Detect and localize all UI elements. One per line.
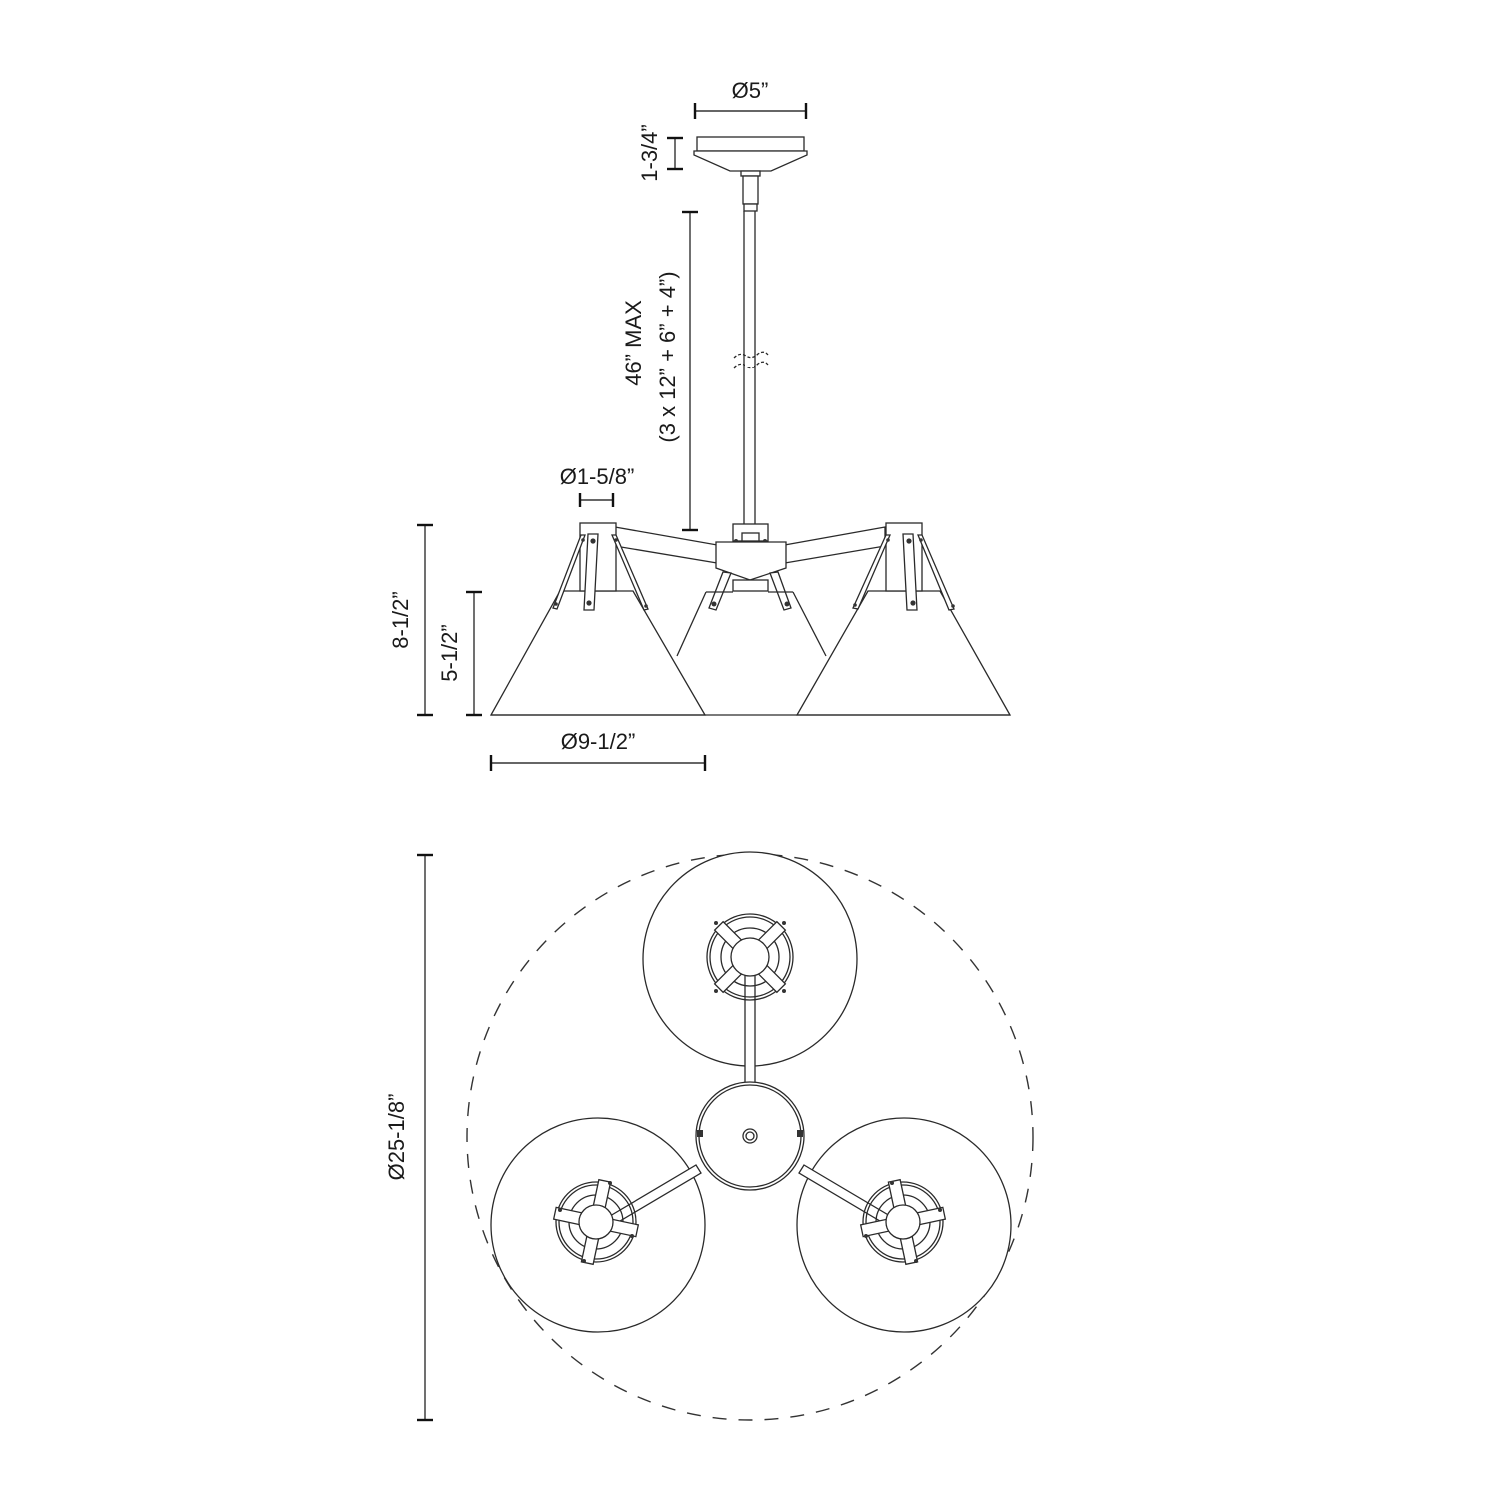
overall-height-label: 8-1/2”: [388, 591, 413, 648]
left-shade-hub: [552, 1178, 640, 1266]
stem-composition-label: (3 x 12” + 6” + 4”): [655, 271, 680, 442]
overall-diameter-label: Ø25-1/8”: [384, 1094, 409, 1181]
overall-diameter-dimension: Ø25-1/8”: [384, 853, 433, 1422]
socket-cup-diameter-label: Ø1-5/8”: [560, 464, 635, 489]
side-view: Ø5” 1-3/4”: [388, 78, 1012, 771]
overall-height-dimension: 8-1/2”: [388, 523, 433, 717]
stem: [733, 211, 769, 524]
canopy-height-dimension: 1-3/4”: [637, 124, 683, 182]
canopy: [693, 136, 808, 212]
top-view: Ø25-1/8”: [384, 851, 1034, 1422]
right-shade-hub: [859, 1178, 947, 1266]
shade-diameter-dimension: Ø9-1/2”: [489, 729, 707, 771]
stem-length-dimension: 46” MAX (3 x 12” + 6” + 4”): [621, 210, 698, 532]
top-shade-hub: [706, 913, 794, 1001]
canopy-height-label: 1-3/4”: [637, 124, 662, 181]
socket-cup-diameter-dimension: Ø1-5/8”: [560, 464, 635, 507]
right-shade: [795, 522, 1012, 716]
canopy-diameter-dimension: Ø5”: [693, 78, 808, 119]
shade-height-dimension: 5-1/2”: [437, 590, 482, 717]
center-hub: [708, 523, 792, 611]
top-view-center-body: [695, 1081, 805, 1191]
center-shade: [676, 591, 827, 657]
stem-max-length-label: 46” MAX: [621, 300, 646, 386]
canopy-diameter-label: Ø5”: [732, 78, 769, 103]
shade-height-label: 5-1/2”: [437, 624, 462, 681]
shade-diameter-label: Ø9-1/2”: [561, 729, 636, 754]
top-view-arms: [609, 974, 891, 1225]
